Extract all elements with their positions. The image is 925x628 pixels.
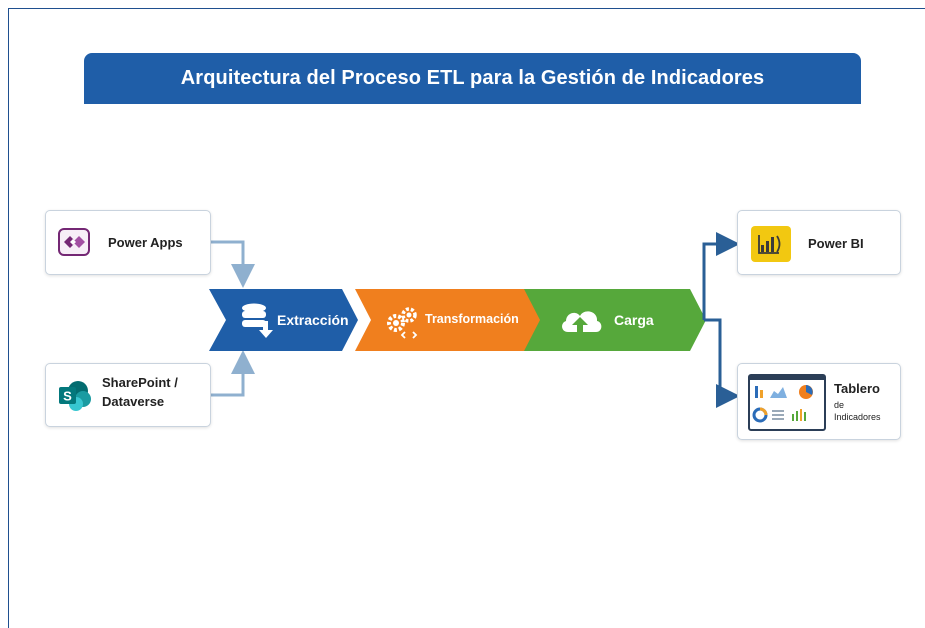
- cloud-upload-icon: [562, 311, 602, 333]
- tablero-label-line3: Indicadores: [834, 412, 881, 422]
- tablero-label-line2: de: [834, 400, 845, 410]
- power-bi-icon: [751, 226, 791, 262]
- stage-transformacion-label: Transformación: [425, 312, 519, 326]
- stage-extraccion-label: Extracción: [277, 312, 349, 328]
- connector-power-bi: [702, 232, 740, 320]
- diagram-frame: [8, 8, 925, 628]
- tablero-card: Tablero de Indicadores: [737, 363, 901, 440]
- sharepoint-label-line2: Dataverse: [102, 394, 165, 409]
- connector-sharepoint: [211, 350, 255, 397]
- gears-icon: [387, 307, 418, 339]
- power-apps-card: Power Apps: [45, 210, 211, 275]
- dashboard-icon: [748, 374, 826, 431]
- tablero-label-line1: Tablero: [834, 381, 880, 396]
- connector-power-apps: [211, 240, 255, 288]
- power-bi-card: Power BI: [737, 210, 901, 275]
- svg-text:S: S: [63, 389, 72, 404]
- power-apps-label: Power Apps: [108, 235, 183, 250]
- power-bi-label: Power BI: [808, 236, 864, 251]
- sharepoint-label-line1: SharePoint /: [102, 375, 178, 390]
- diagram-title: Arquitectura del Proceso ETL para la Ges…: [84, 53, 861, 104]
- power-apps-icon: [58, 228, 90, 256]
- stage-extraccion-shape: [209, 289, 358, 351]
- database-download-icon: [242, 303, 273, 338]
- stage-carga-label: Carga: [614, 312, 654, 328]
- stage-carga-shape: [524, 289, 706, 351]
- sharepoint-icon: S: [58, 380, 92, 412]
- sharepoint-card: S SharePoint / Dataverse: [45, 363, 211, 427]
- connector-tablero: [704, 318, 740, 408]
